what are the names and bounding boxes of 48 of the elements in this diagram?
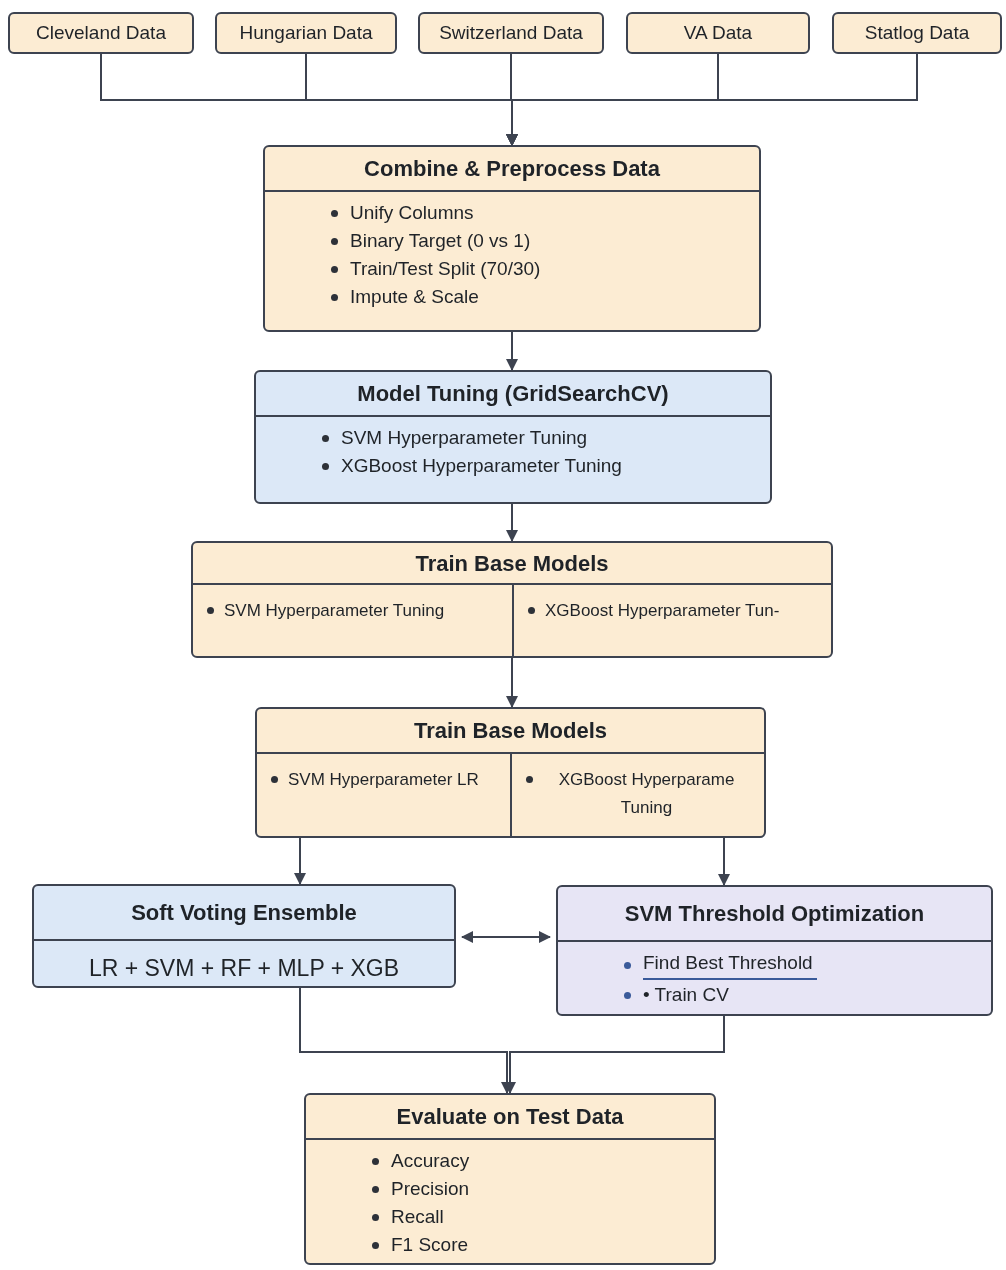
process-box xyxy=(556,885,993,1016)
arrow xyxy=(506,503,518,542)
box-title: Model Tuning (GridSearchCV) xyxy=(357,380,669,408)
box-title: Train Base Models xyxy=(415,549,609,578)
bullet-text: F1 Score xyxy=(391,1233,469,1257)
box-title: VA Data xyxy=(683,20,753,45)
bullet-text: Train/Test Split (70/30) xyxy=(350,257,541,281)
box-title: Hungarian Data xyxy=(239,20,373,45)
bullet-text: Binary Target (0 vs 1) xyxy=(350,229,531,253)
model-list-text: LR + SVM + RF + MLP + XGB xyxy=(88,954,400,983)
box-title: Soft Voting Ensemble xyxy=(131,899,357,927)
arrow xyxy=(461,931,551,943)
cell-text: SVM Hyperparameter Tuning xyxy=(224,600,445,622)
bullet-text: SVM Hyperparameter Tuning xyxy=(341,426,588,450)
box-title: Evaluate on Test Data xyxy=(396,1103,624,1131)
box-title: Train Base Models xyxy=(413,717,608,745)
box-title: Statlog Data xyxy=(864,20,970,45)
data-source-box xyxy=(215,12,397,54)
cell-text: XGBoost Hyperparame Tuning xyxy=(557,769,736,819)
cell-text: XGBoost Hyperparameter Tun- xyxy=(545,600,780,622)
bullet-text: Recall xyxy=(391,1205,444,1229)
data-source-box xyxy=(832,12,1002,54)
box-title: Cleveland Data xyxy=(36,20,166,45)
box-title: Combine & Preprocess Data xyxy=(364,155,660,183)
arrow xyxy=(506,657,518,708)
box-title: SVM Threshold Optimization xyxy=(624,900,925,928)
arrow xyxy=(294,837,306,885)
process-box xyxy=(255,707,766,838)
bullet-text: • Train CV xyxy=(643,983,729,1007)
process-box xyxy=(191,541,833,658)
data-source-box xyxy=(626,12,810,54)
bullet-text: Find Best Threshold xyxy=(643,950,817,980)
bullet-text: Unify Columns xyxy=(350,201,474,225)
data-source-box xyxy=(8,12,194,54)
arrow xyxy=(718,837,730,886)
process-box xyxy=(32,884,456,988)
data-source-box xyxy=(418,12,604,54)
bullet-text: Impute & Scale xyxy=(350,285,479,309)
process-box xyxy=(254,370,772,504)
process-box xyxy=(304,1093,716,1265)
arrow xyxy=(506,331,518,371)
cell-text: SVM Hyperparameter LR xyxy=(288,769,479,791)
arrow xyxy=(506,53,918,146)
bullet-text: Precision xyxy=(391,1177,470,1201)
process-box xyxy=(263,145,761,332)
box-title: Switzerland Data xyxy=(439,20,583,45)
bullet-text: Accuracy xyxy=(391,1149,470,1173)
bullet-text: XGBoost Hyperparameter Tuning xyxy=(341,454,622,478)
